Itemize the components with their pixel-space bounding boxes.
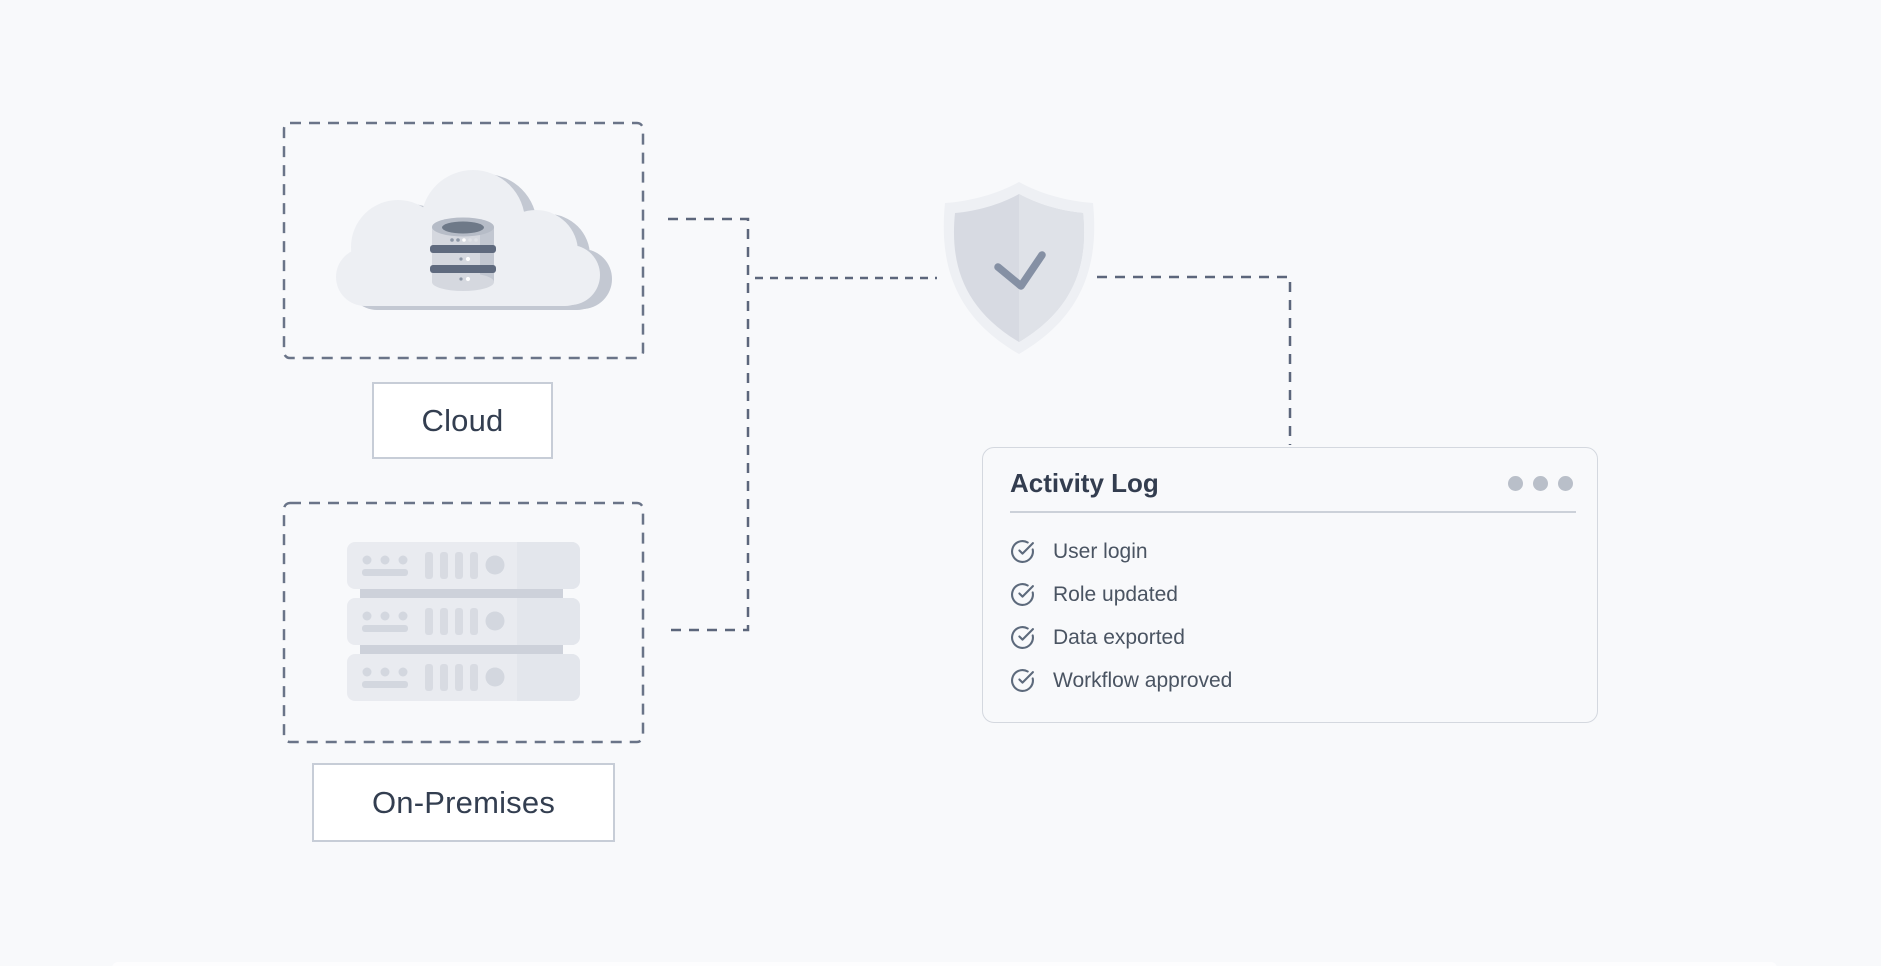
activity-log-panel: Activity Log User login Role updated	[982, 447, 1598, 723]
onprem-node-label: On-Premises	[312, 763, 615, 842]
check-circle-icon	[1011, 668, 1034, 692]
check-circle-icon	[1011, 539, 1034, 563]
cloud-database-icon	[336, 170, 612, 310]
activity-log-entry: Role updated	[1010, 573, 1597, 616]
server-unit	[347, 654, 580, 701]
database-icon	[430, 217, 496, 291]
menu-dot	[1508, 475, 1523, 491]
activity-log-entry: Data exported	[1010, 616, 1597, 659]
activity-log-title: Activity Log	[1010, 468, 1159, 498]
connector-shield-to-panel	[1097, 275, 1292, 445]
menu-dot	[1533, 475, 1548, 491]
check-circle-icon	[1011, 625, 1034, 649]
ellipsis-dots-icon	[1508, 475, 1573, 491]
server-connector-strip	[360, 644, 563, 654]
server-stack-icon	[347, 542, 580, 701]
activity-log-header: Activity Log	[983, 448, 1597, 498]
entry-label: Workflow approved	[1053, 668, 1233, 692]
check-icon	[994, 251, 1046, 290]
bottom-card-edge	[112, 962, 1777, 966]
menu-dot	[1558, 475, 1573, 491]
panel-divider	[1010, 510, 1576, 513]
cloud-zone-outline	[282, 121, 645, 360]
entry-label: Data exported	[1053, 625, 1185, 649]
activity-log-entries: User login Role updated Data exported Wo…	[983, 530, 1597, 702]
entry-label: User login	[1053, 539, 1148, 563]
onprem-node-label-text: On-Premises	[371, 784, 556, 820]
activity-log-entry: Workflow approved	[1010, 659, 1597, 702]
server-unit	[347, 542, 580, 589]
server-unit	[347, 598, 580, 645]
connector-nodes-junction	[668, 217, 750, 632]
server-connector-strip	[360, 589, 563, 599]
activity-log-entry: User login	[1010, 530, 1597, 573]
check-circle-icon	[1011, 582, 1034, 606]
onprem-zone-outline	[282, 501, 645, 744]
shield-check-icon	[943, 182, 1095, 354]
cloud-node-label: Cloud	[372, 382, 553, 459]
entry-label: Role updated	[1053, 582, 1178, 606]
cloud-node-label-text: Cloud	[421, 402, 504, 438]
